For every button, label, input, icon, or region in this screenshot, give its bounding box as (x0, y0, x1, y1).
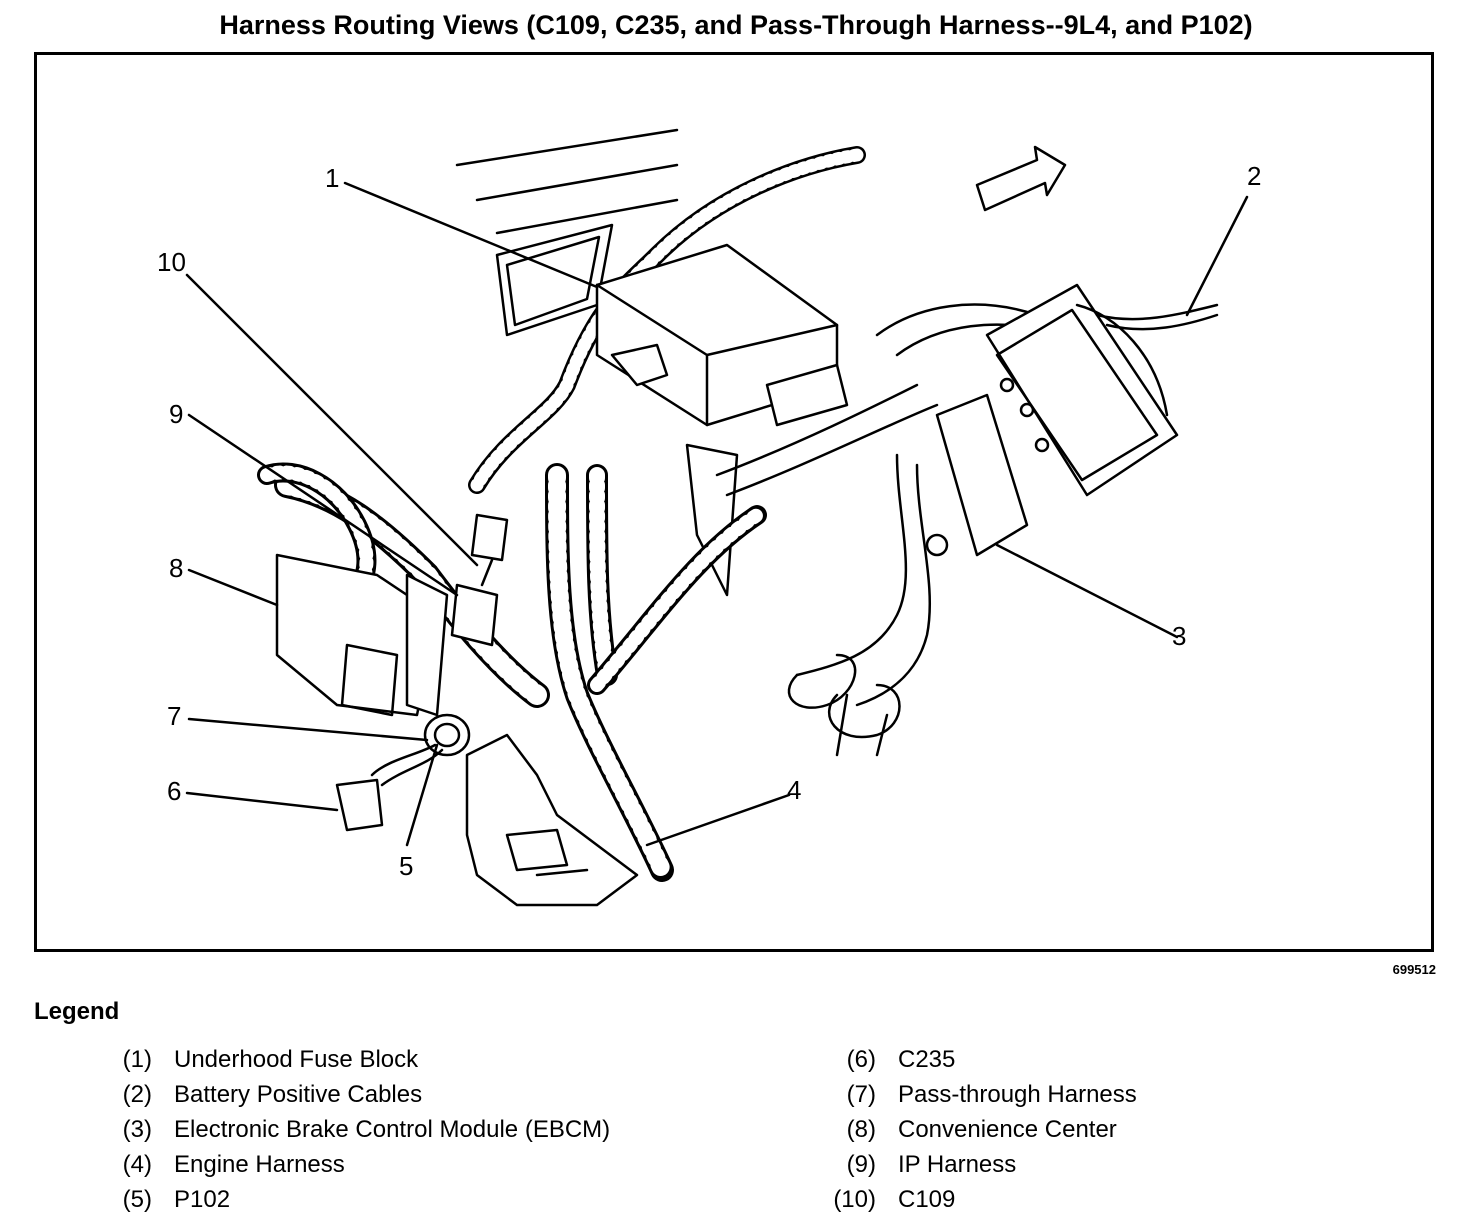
callout-10: 10 (157, 247, 186, 277)
legend-item: (3) Electronic Brake Control Module (EBCM… (86, 1116, 611, 1151)
legend-num: (2) (122, 1081, 152, 1108)
legend-text: Engine Harness (174, 1151, 345, 1178)
legend-num: (10) (833, 1186, 876, 1213)
callout-5: 5 (399, 851, 413, 881)
diagram-title: Harness Routing Views (C109, C235, and P… (219, 10, 1253, 40)
harness-illustration: 1 2 3 4 5 6 7 8 9 10 (157, 128, 1261, 907)
callout-labels: 1 2 3 4 5 6 7 8 9 10 (157, 161, 1261, 881)
callout-1: 1 (325, 163, 339, 193)
legend-item: (6) C235 (810, 1046, 1137, 1081)
legend-num: (5) (122, 1186, 152, 1213)
legend-text: IP Harness (898, 1151, 1017, 1178)
legend-num: (7) (846, 1081, 876, 1108)
callout-7: 7 (167, 701, 181, 731)
callout-6: 6 (167, 776, 181, 806)
legend-num: (1) (122, 1046, 152, 1073)
legend-item: (8) Convenience Center (810, 1116, 1137, 1151)
callout-4: 4 (787, 775, 801, 805)
legend-item: (7) Pass-through Harness (810, 1081, 1137, 1116)
legend-text: Convenience Center (898, 1116, 1117, 1143)
legend-item: (9) IP Harness (810, 1151, 1137, 1186)
legend-text: C109 (898, 1186, 956, 1213)
legend-item: (5) P102 (86, 1186, 610, 1221)
callout-3: 3 (1172, 621, 1186, 651)
legend-item: (1) Underhood Fuse Block (86, 1046, 610, 1081)
figure-id: 699512 (1392, 962, 1436, 977)
callout-8: 8 (169, 553, 183, 583)
legend-text: C235 (898, 1046, 956, 1073)
legend-text: Electronic Brake Control Module (EBCM) (174, 1116, 611, 1143)
legend-text: P102 (174, 1186, 231, 1213)
legend-heading: Legend (34, 998, 120, 1025)
legend-num: (4) (122, 1151, 152, 1178)
callout-2: 2 (1247, 161, 1261, 191)
legend-num: (9) (846, 1151, 876, 1178)
callout-9: 9 (169, 399, 183, 429)
legend-text: Pass-through Harness (898, 1081, 1137, 1108)
legend-text: Underhood Fuse Block (174, 1046, 419, 1073)
legend-item: (4) Engine Harness (86, 1151, 610, 1186)
legend-left-column: (1) Underhood Fuse Block (2) Battery Posit… (86, 1046, 611, 1221)
legend-num: (3) (122, 1116, 152, 1143)
legend-num: (8) (846, 1116, 876, 1143)
legend-item: (10) C109 (810, 1186, 1137, 1221)
legend-item: (2) Battery Positive Cables (86, 1081, 610, 1116)
legend-num: (6) (846, 1046, 876, 1073)
legend-text: Battery Positive Cables (174, 1081, 423, 1108)
diagram-frame: 1 2 3 4 5 6 7 8 9 10 (34, 52, 1434, 952)
legend-right-column: (6) C235 (7) Pass-through Harness (8) Conve… (810, 1046, 1137, 1221)
